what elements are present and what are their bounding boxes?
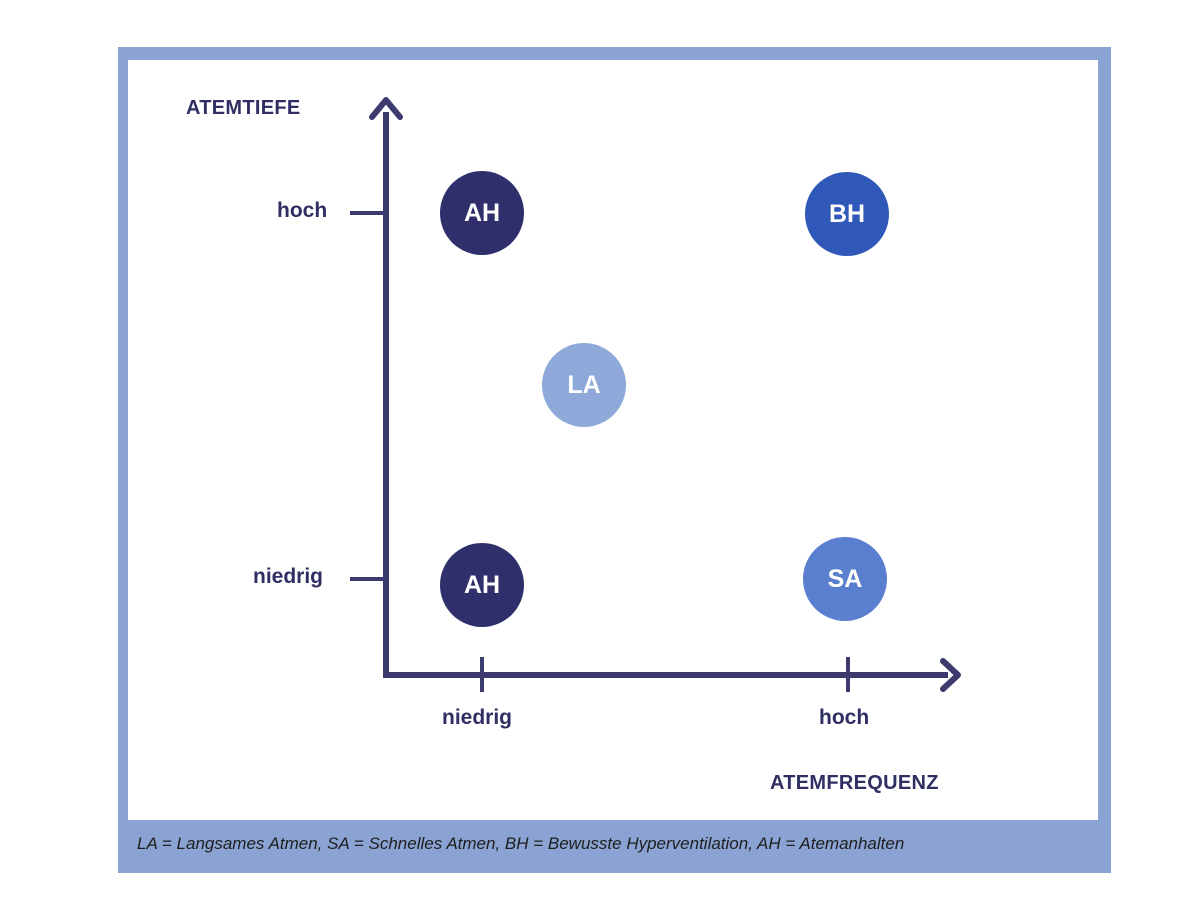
- x-axis-arrowhead: [940, 658, 961, 692]
- y-tick-label-hoch: hoch: [277, 199, 328, 222]
- y-axis-title: ATEMTIEFE: [186, 97, 301, 119]
- y-axis-arrowhead: [369, 97, 403, 120]
- x-tick-label-hoch: hoch: [819, 706, 870, 729]
- node-ah-high: AH: [440, 171, 524, 255]
- node-la: LA: [542, 343, 626, 427]
- node-bh: BH: [805, 172, 889, 256]
- diagram-panel: [128, 60, 1098, 820]
- legend-caption: LA = Langsames Atmen, SA = Schnelles Atm…: [137, 834, 905, 853]
- x-axis-title: ATEMFREQUENZ: [770, 772, 939, 794]
- node-ah-low: AH: [440, 543, 524, 627]
- y-tick-label-niedrig: niedrig: [253, 565, 324, 588]
- node-sa: SA: [803, 537, 887, 621]
- x-tick-label-niedrig: niedrig: [442, 706, 513, 729]
